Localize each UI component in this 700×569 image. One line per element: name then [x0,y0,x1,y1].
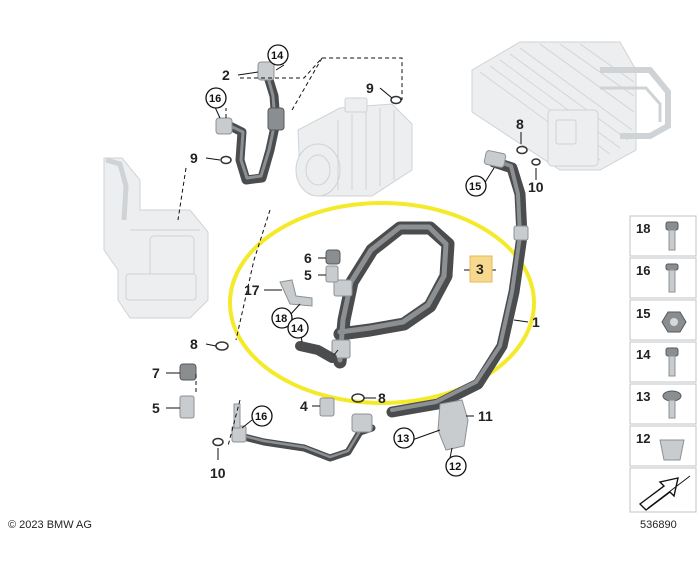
fastener-sidebar: 18 16 15 14 13 12 [629,215,697,513]
circle-13: 13 [397,433,409,445]
compressor-ghost [295,97,413,197]
clip-nut-12-icon [659,439,685,461]
hose-3 [295,221,455,369]
label-3: 3 [476,261,484,277]
bolt-14-icon [665,347,679,357]
part-17-bracket [279,279,313,307]
hose-2 [215,61,285,185]
reservoir-ghost [103,157,209,319]
label-9-right: 9 [366,80,374,96]
circle-14-top: 14 [271,50,284,62]
label-8-bottom: 8 [378,390,386,406]
copyright-text: © 2023 BMW AG [8,519,92,531]
sidebar-num-13: 13 [636,389,650,404]
label-11: 11 [478,408,493,424]
sidebar-num-15: 15 [636,306,650,321]
label-4: 4 [300,398,308,414]
sidebar-num-14: 14 [636,347,651,362]
condenser-ghost [471,41,671,171]
bolt-18-icon [665,221,679,231]
circle-15: 15 [469,181,481,193]
label-7: 7 [152,365,160,381]
label-8-top: 8 [516,116,524,132]
part-5-valve-lower [179,395,195,419]
circled-callouts: 14 16 15 18 14 16 13 12 [205,44,487,477]
circle-16-top: 16 [209,93,221,105]
label-17: 17 [244,282,260,298]
part-11-bracket [437,399,469,451]
hose-1 [386,150,529,418]
bolt-16-icon [665,263,679,271]
hose-10 [231,403,376,462]
leader-lines [166,64,537,460]
callout-3-tag [469,255,493,283]
label-9-left: 9 [190,150,198,166]
part-5-valve-upper [325,265,339,283]
part-7-cap [179,363,197,381]
circle-14-mid: 14 [291,323,304,335]
label-6: 6 [304,250,312,266]
figure-number: 536890 [640,519,677,531]
label-10-bottom: 10 [210,465,226,481]
part-4-valve [319,397,335,417]
circle-18: 18 [275,313,287,325]
highlight-ellipse [228,201,536,405]
sidebar-num-16: 16 [636,263,650,278]
label-8-left: 8 [190,336,198,352]
label-5-upper: 5 [304,267,312,283]
sidebar-num-12: 12 [636,431,650,446]
sidebar-num-18: 18 [636,221,650,236]
circle-12: 12 [449,461,461,473]
circle-16-bottom: 16 [255,411,267,423]
label-10-top: 10 [528,179,544,195]
part-6-cap [325,249,341,265]
label-2: 2 [222,67,230,83]
label-1: 1 [532,314,540,330]
dashed-connectors [177,57,403,447]
label-5-lower: 5 [152,400,160,416]
